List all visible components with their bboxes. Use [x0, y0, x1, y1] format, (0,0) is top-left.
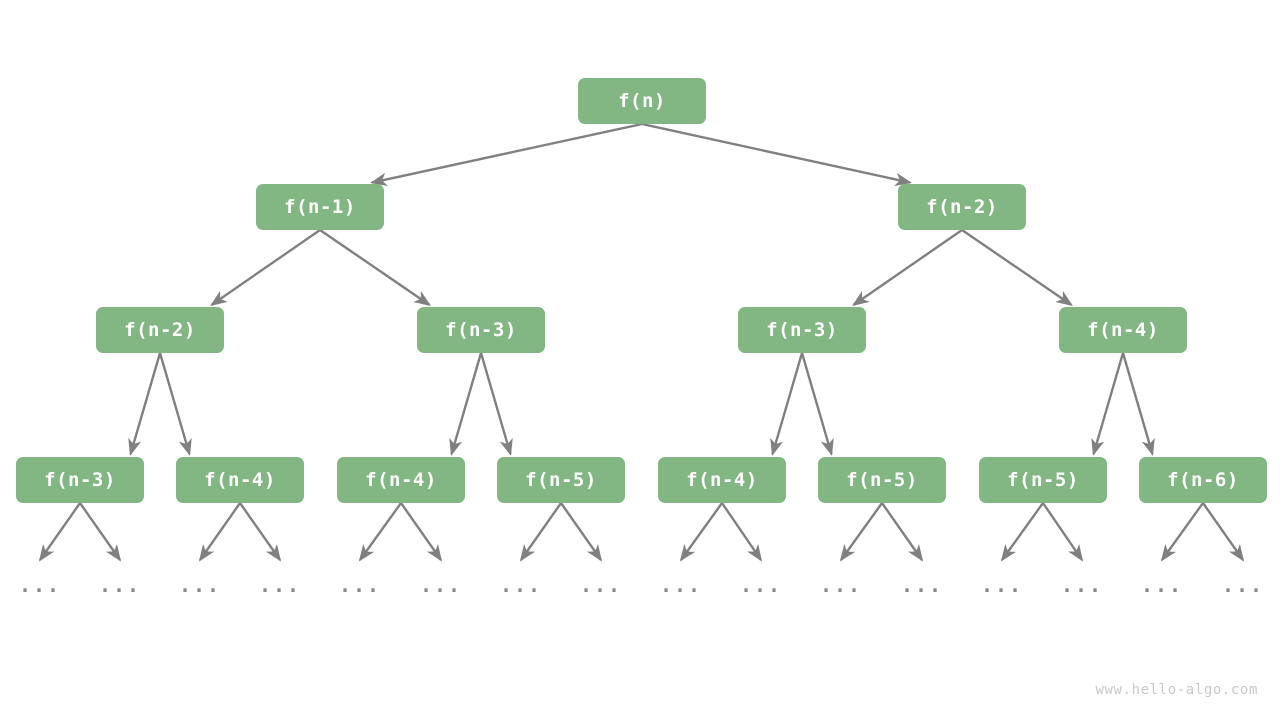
tree-node-label: f(n-3) — [766, 319, 838, 341]
edge-n2-to-n5 — [852, 229, 963, 306]
tree-node-n4[interactable]: f(n-3) — [417, 307, 545, 353]
tree-node-label: f(n-3) — [445, 319, 517, 341]
ellipsis-marker: ... — [980, 573, 1024, 597]
ellipsis-marker: ... — [659, 573, 703, 597]
tree-node-label: f(n-5) — [1007, 469, 1079, 491]
tree-node-n2[interactable]: f(n-2) — [898, 184, 1026, 230]
edge-n0-to-n1 — [370, 122, 643, 186]
tree-node-n6[interactable]: f(n-4) — [1059, 307, 1187, 353]
ellipsis-marker: ... — [819, 573, 863, 597]
edge-n1-to-n3 — [210, 229, 321, 306]
edge-n5-to-n12 — [800, 352, 834, 456]
tree-node-label: f(n-5) — [525, 469, 597, 491]
ellipsis-marker: ... — [739, 573, 783, 597]
tree-node-label: f(n-6) — [1167, 469, 1239, 491]
edge-n12-to-ellipsis-10 — [839, 502, 883, 562]
edge-n6-to-n14 — [1121, 352, 1155, 456]
edge-n14-to-ellipsis-15 — [1202, 502, 1245, 562]
tree-node-label: f(n-4) — [365, 469, 437, 491]
tree-node-label: f(n-4) — [686, 469, 758, 491]
edge-n2-to-n6 — [961, 229, 1073, 306]
edge-n6-to-n13 — [1091, 352, 1125, 456]
edge-n5-to-n11 — [770, 352, 804, 456]
ellipsis-marker: ... — [98, 573, 142, 597]
ellipsis-marker: ... — [18, 573, 62, 597]
edge-n12-to-ellipsis-11 — [881, 502, 924, 562]
edge-n10-to-ellipsis-7 — [560, 502, 603, 562]
ellipsis-marker: ... — [178, 573, 222, 597]
tree-node-label: f(n) — [618, 90, 666, 112]
ellipsis-marker: ... — [338, 573, 382, 597]
tree-node-n7[interactable]: f(n-3) — [16, 457, 144, 503]
tree-node-label: f(n-4) — [204, 469, 276, 491]
edge-n8-to-ellipsis-2 — [198, 502, 241, 562]
ellipsis-marker: ... — [499, 573, 543, 597]
edge-n11-to-ellipsis-8 — [679, 502, 723, 562]
ellipsis-marker: ... — [1060, 573, 1104, 597]
ellipsis-marker: ... — [900, 573, 944, 597]
ellipsis-marker: ... — [419, 573, 463, 597]
tree-node-n5[interactable]: f(n-3) — [738, 307, 866, 353]
edge-n0-to-n2 — [641, 122, 912, 186]
tree-node-n13[interactable]: f(n-5) — [979, 457, 1107, 503]
edge-n3-to-n7 — [128, 352, 162, 456]
tree-node-label: f(n-3) — [44, 469, 116, 491]
watermark: www.hello-algo.com — [1095, 682, 1258, 698]
tree-node-n9[interactable]: f(n-4) — [337, 457, 465, 503]
tree-node-n1[interactable]: f(n-1) — [256, 184, 384, 230]
edge-n11-to-ellipsis-9 — [721, 502, 763, 562]
tree-node-n10[interactable]: f(n-5) — [497, 457, 625, 503]
tree-node-label: f(n-1) — [284, 196, 356, 218]
ellipsis-marker: ... — [1221, 573, 1265, 597]
tree-node-n0[interactable]: f(n) — [578, 78, 706, 124]
edge-n3-to-n8 — [158, 352, 192, 456]
tree-node-label: f(n-2) — [926, 196, 998, 218]
edge-n8-to-ellipsis-3 — [239, 502, 282, 562]
edge-n9-to-ellipsis-4 — [358, 502, 402, 562]
edge-n9-to-ellipsis-5 — [400, 502, 443, 562]
tree-node-n14[interactable]: f(n-6) — [1139, 457, 1267, 503]
tree-node-label: f(n-5) — [846, 469, 918, 491]
edge-n1-to-n4 — [319, 229, 431, 306]
tree-node-n8[interactable]: f(n-4) — [176, 457, 304, 503]
ellipsis-marker: ... — [579, 573, 623, 597]
edge-n14-to-ellipsis-14 — [1160, 502, 1204, 562]
tree-node-n3[interactable]: f(n-2) — [96, 307, 224, 353]
tree-node-label: f(n-4) — [1087, 319, 1159, 341]
ellipsis-marker: ... — [258, 573, 302, 597]
edge-n7-to-ellipsis-1 — [79, 502, 122, 562]
edge-n13-to-ellipsis-12 — [1000, 502, 1044, 562]
edge-n4-to-n10 — [479, 352, 513, 456]
edge-n13-to-ellipsis-13 — [1042, 502, 1084, 562]
tree-node-n12[interactable]: f(n-5) — [818, 457, 946, 503]
ellipsis-marker: ... — [1140, 573, 1184, 597]
tree-node-n11[interactable]: f(n-4) — [658, 457, 786, 503]
edge-n4-to-n9 — [449, 352, 483, 456]
tree-node-label: f(n-2) — [124, 319, 196, 341]
edge-n10-to-ellipsis-6 — [519, 502, 562, 562]
edge-n7-to-ellipsis-0 — [38, 502, 81, 562]
